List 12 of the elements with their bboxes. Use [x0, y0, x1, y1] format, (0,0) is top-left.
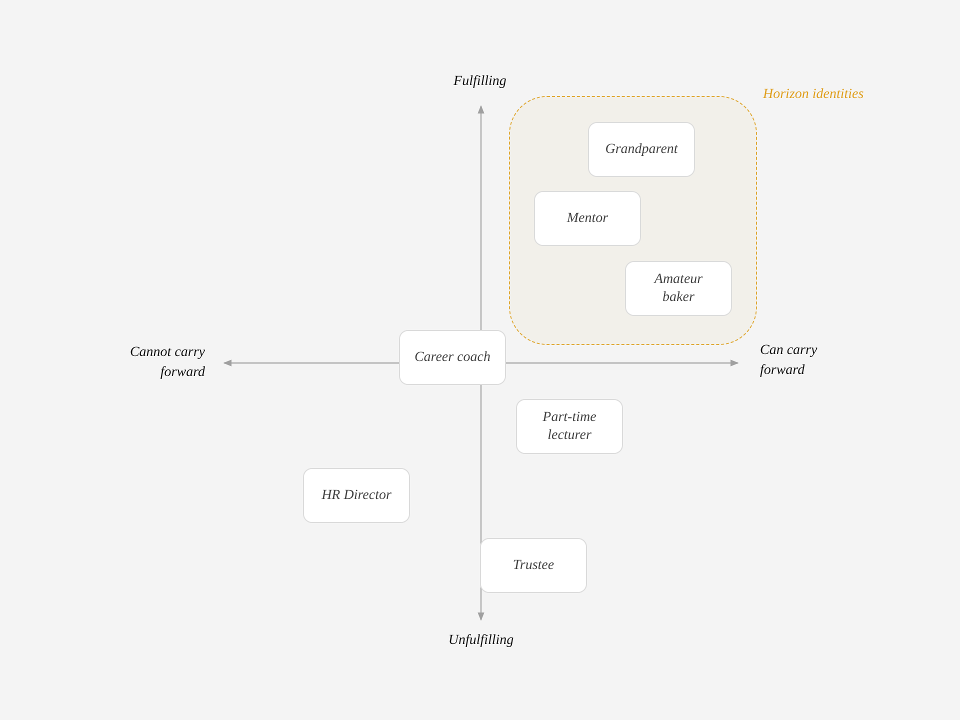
identity-card: Grandparent — [588, 122, 695, 177]
axis-label: Unfulfilling — [447, 632, 515, 650]
identity-card: Career coach — [399, 330, 506, 385]
axis-label: Fulfilling — [452, 73, 508, 91]
axis-label: Can carry forward — [760, 342, 818, 380]
identity-card: Amateur baker — [625, 261, 732, 316]
identity-card: Mentor — [534, 191, 641, 246]
identity-card: Part-time lecturer — [516, 399, 623, 454]
axis-label: Cannot carry forward — [128, 344, 205, 382]
identity-card: HR Director — [303, 468, 410, 523]
identity-card: Trustee — [480, 538, 587, 593]
group-title: Horizon identities — [763, 87, 864, 103]
